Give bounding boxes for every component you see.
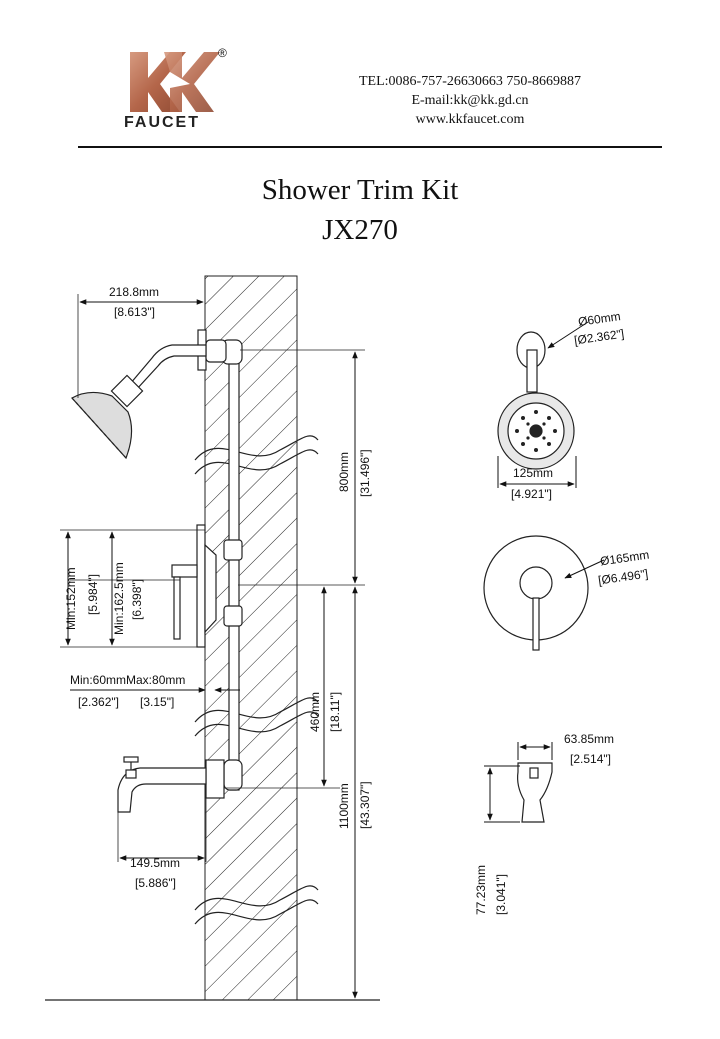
dim-min152-in: [5.984"] xyxy=(86,574,100,615)
tub-spout-front-icon xyxy=(517,762,553,823)
supply-pipe xyxy=(221,339,243,791)
right-dimension-lines xyxy=(484,321,605,823)
dim-head-valve-in: [31.496"] xyxy=(358,449,372,497)
dim-max80-in: [3.15"] xyxy=(140,695,175,709)
tub-spout-side-icon xyxy=(117,756,225,813)
dim-min60-in: [2.362"] xyxy=(78,695,119,709)
contact-web: www.kkfaucet.com xyxy=(415,112,525,127)
registered-mark: ® xyxy=(218,46,227,60)
wall-section xyxy=(194,275,319,1001)
dim-arm-length-mm: 218.8mm xyxy=(109,285,160,299)
dim-floor-in: [43.307"] xyxy=(358,781,372,829)
dim-valve-spout-mm: 460mm xyxy=(308,691,322,732)
logo-mark-icon xyxy=(130,52,220,112)
extension-lines xyxy=(60,276,365,862)
contact-tel: TEL:0086-757-26630663 750-8669887 xyxy=(358,74,582,89)
dim-spout-width-mm: 63.85mm xyxy=(564,732,615,746)
dim-valve-spout-in: [18.11"] xyxy=(328,691,342,732)
dim-min-max-mm: Min:60mmMax:80mm xyxy=(70,673,186,687)
dim-spout-width-in: [2.514"] xyxy=(570,752,611,766)
dim-min162-mm: Min:162.5mm xyxy=(112,562,126,635)
contact-block: TEL:0086-757-26630663 750-8669887 E-mail… xyxy=(300,72,640,129)
contact-email: E-mail:kk@kk.gd.cn xyxy=(411,93,529,108)
dim-spout-length-mm: 149.5mm xyxy=(130,856,181,870)
page-title: Shower Trim Kit xyxy=(261,174,459,206)
dim-head-diameter-mm: 125mm xyxy=(513,466,554,480)
kk-faucet-logo: ® FAUCET xyxy=(118,44,228,134)
dim-spout-length-in: [5.886"] xyxy=(135,876,176,890)
dim-min162-in: [6.398"] xyxy=(130,579,144,620)
trim-plate-front-icon xyxy=(483,535,589,651)
header-divider xyxy=(78,146,662,148)
dim-spout-height-mm: 77.23mm xyxy=(474,864,488,915)
dim-head-diameter-in: [4.921"] xyxy=(511,487,552,501)
shower-head-front-icon xyxy=(497,331,575,470)
dim-min152-mm: Min:152mm xyxy=(64,567,78,630)
dim-spout-height-in: [3.041"] xyxy=(494,874,508,915)
shower-head-side-icon xyxy=(71,329,227,460)
dim-arm-length-in: [8.613"] xyxy=(114,305,155,319)
dimension-lines xyxy=(65,299,358,999)
valve-handle-side-icon xyxy=(171,524,217,648)
dim-head-valve-mm: 800mm xyxy=(337,451,351,492)
logo-brand-text: FAUCET xyxy=(124,114,200,131)
dim-floor-mm: 1100mm xyxy=(337,783,351,829)
model-number: JX270 xyxy=(322,214,398,246)
